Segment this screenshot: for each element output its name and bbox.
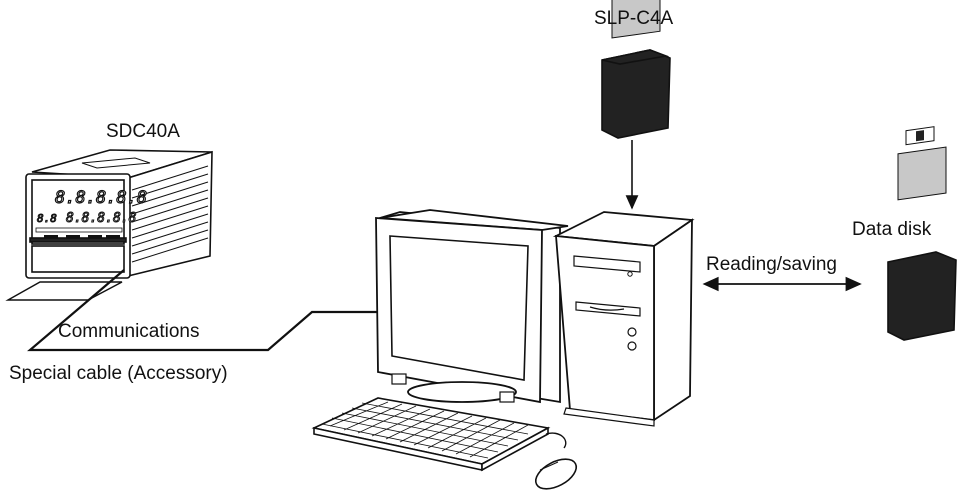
special-cable	[27, 269, 378, 352]
controller-small-display: 8.8	[37, 212, 57, 225]
reading-saving-label: Reading/saving	[706, 254, 837, 275]
cable-label: Special cable (Accessory)	[9, 363, 228, 384]
data-floppy-disk-icon	[887, 126, 957, 341]
controller-sv-display: 8.8.8.8.8	[66, 211, 137, 226]
keyboard-icon	[311, 397, 551, 472]
controller-device-icon	[25, 149, 213, 279]
floppy-disk-icon	[601, 0, 671, 139]
data-disk-label: Data disk	[852, 219, 932, 240]
controller-pv-display: 8.8.8.8.8	[55, 188, 147, 208]
pc-tower-icon	[552, 211, 695, 427]
communications-label: Communications	[58, 321, 200, 342]
controller-base-sheet	[5, 281, 123, 301]
mouse-icon	[534, 458, 578, 490]
controller-led-row	[35, 227, 123, 238]
crt-monitor-icon	[375, 209, 569, 404]
software-disk-label: SLP-C4A	[594, 8, 674, 29]
mouse-cable	[545, 432, 567, 449]
controller-label: SDC40A	[106, 121, 180, 142]
